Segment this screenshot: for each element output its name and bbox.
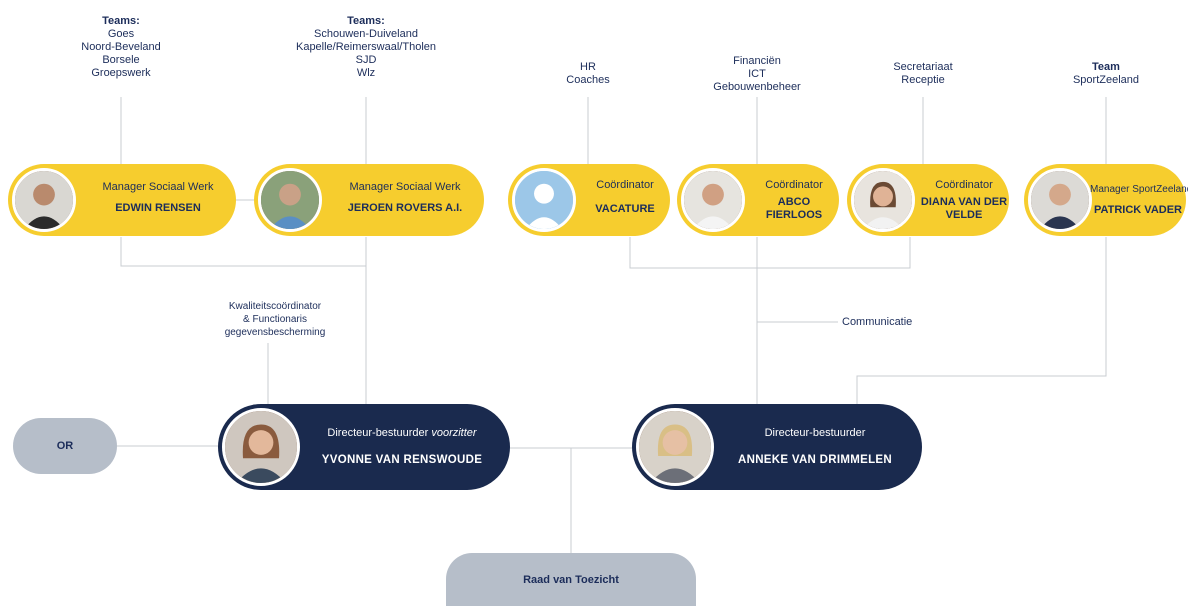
team-list-line: SJD: [355, 54, 377, 66]
director-name: ANNEKE VAN DRIMMELEN: [737, 454, 892, 466]
team-list-line: Goes: [107, 28, 135, 40]
team-list-line: Kapelle/Reimerswaal/Tholen: [295, 41, 436, 53]
communicatie-label: Communicatie: [842, 316, 913, 328]
avatar: [12, 168, 76, 232]
team-list-line: Gebouwenbeheer: [713, 81, 801, 93]
manager-name: ABCO FIERLOOS: [749, 196, 839, 222]
manager-name-line: ABCO: [777, 196, 811, 208]
team-list-schouwen: Teams: Schouwen-Duiveland Kapelle/Reimer…: [286, 15, 446, 80]
manager-card-diana-van-der-velde[interactable]: Coördinator DIANA VAN DER VELDE: [847, 164, 1009, 236]
manager-name: DIANA VAN DER VELDE: [919, 196, 1009, 222]
kwaliteitscoordinator-label: Kwaliteitscoördinator & Functionaris geg…: [205, 300, 345, 339]
avatar: [681, 168, 745, 232]
manager-name: PATRICK VADER: [1094, 204, 1182, 216]
manager-role: Coördinator: [935, 179, 993, 191]
avatar: [636, 408, 714, 486]
team-list-financien: Financiën ICT Gebouwenbeheer: [697, 55, 817, 94]
avatar: [1028, 168, 1092, 232]
director-role-italic: voorzitter: [431, 427, 477, 439]
placeholder-avatar-icon: [512, 168, 576, 232]
team-list-line: Groepswerk: [91, 67, 151, 79]
manager-role: Coördinator: [765, 179, 823, 191]
team-list-line: Financiën: [733, 55, 781, 67]
team-list-heading: Teams:: [347, 15, 385, 27]
team-list-secretariaat: Secretariaat Receptie: [870, 61, 976, 87]
raad-van-toezicht-label: Raad van Toezicht: [523, 573, 619, 586]
team-list-line: ICT: [748, 68, 766, 80]
team-list-heading: Teams:: [102, 15, 140, 27]
manager-role: Manager SportZeeland: [1090, 184, 1188, 195]
director-role-text: Directeur-bestuurder: [327, 427, 432, 439]
manager-name-line: VELDE: [945, 209, 983, 221]
team-list-line: Coaches: [566, 74, 610, 86]
team-list-line: Wlz: [356, 67, 376, 79]
manager-name: VACATURE: [595, 203, 655, 215]
avatar: [851, 168, 915, 232]
manager-name: JEROEN ROVERS A.I.: [347, 202, 463, 214]
manager-name-line: FIERLOOS: [765, 209, 823, 221]
staff-line: gegevensbescherming: [224, 327, 326, 338]
team-list-line: SportZeeland: [1072, 74, 1140, 86]
staff-line: Kwaliteitscoördinator: [228, 301, 322, 312]
manager-role: Coördinator: [596, 179, 654, 191]
manager-role: Manager Sociaal Werk: [349, 181, 461, 193]
team-list-line: Receptie: [901, 74, 945, 86]
team-list-line: HR: [580, 61, 596, 73]
manager-card-vacature[interactable]: Coördinator VACATURE: [508, 164, 670, 236]
avatar: [258, 168, 322, 232]
avatar: [222, 408, 300, 486]
director-role: Directeur-bestuurder voorzitter: [304, 427, 500, 439]
team-list-line: Noord-Beveland: [81, 41, 161, 53]
team-list-hr: HR Coaches: [540, 61, 636, 87]
team-list-line: Borsele: [102, 54, 140, 66]
team-list-line: Secretariaat: [893, 61, 953, 73]
manager-card-jeroen-rovers[interactable]: Manager Sociaal Werk JEROEN ROVERS A.I.: [254, 164, 484, 236]
raad-van-toezicht-box[interactable]: Raad van Toezicht: [446, 553, 696, 606]
team-list-heading: Team: [1092, 61, 1120, 73]
or-label: OR: [56, 440, 74, 452]
manager-card-patrick-vader[interactable]: Manager SportZeeland PATRICK VADER: [1024, 164, 1188, 236]
or-box[interactable]: OR: [13, 418, 117, 474]
manager-role: Manager Sociaal Werk: [102, 181, 214, 193]
team-list-sportzeeland: Team SportZeeland: [1056, 61, 1156, 87]
team-list-goes: Teams: Goes Noord-Beveland Borsele Groep…: [56, 15, 186, 80]
staff-line: & Functionaris: [243, 314, 307, 325]
manager-card-edwin-rensen[interactable]: Manager Sociaal Werk EDWIN RENSEN: [8, 164, 236, 236]
director-card-anneke-van-drimmelen[interactable]: Directeur-bestuurder ANNEKE VAN DRIMMELE…: [632, 404, 922, 490]
manager-name: EDWIN RENSEN: [115, 202, 201, 214]
manager-card-abco-fierloos[interactable]: Coördinator ABCO FIERLOOS: [677, 164, 839, 236]
director-role: Directeur-bestuurder: [764, 427, 866, 439]
director-name: YVONNE VAN RENSWOUDE: [321, 454, 483, 466]
team-list-line: Schouwen-Duiveland: [314, 28, 418, 40]
manager-name-line: DIANA VAN DER: [920, 196, 1008, 208]
director-card-yvonne-van-renswoude[interactable]: Directeur-bestuurder voorzitter YVONNE V…: [218, 404, 510, 490]
